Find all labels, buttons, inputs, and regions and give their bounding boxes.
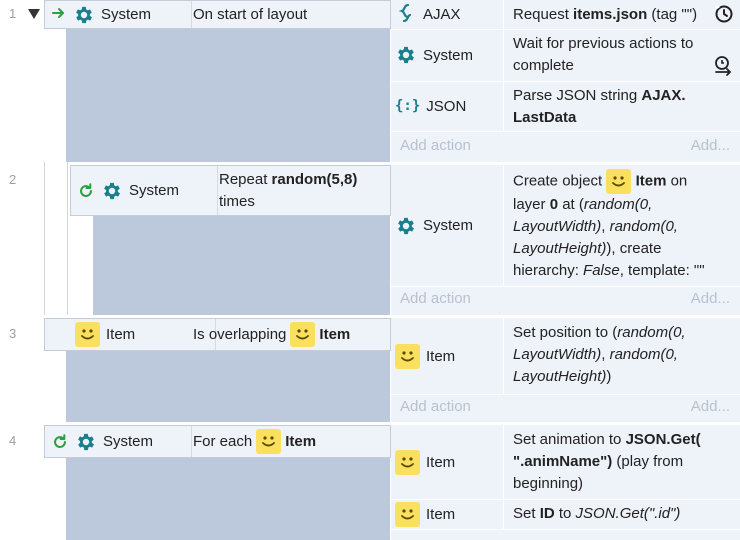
object-name: System — [103, 433, 154, 450]
add-link[interactable]: Add... — [690, 398, 730, 415]
condition-row[interactable]: Item Is overlapping Item — [44, 318, 391, 351]
event-body — [93, 216, 390, 315]
condition-row[interactable]: System For each Item — [44, 425, 391, 458]
add-action-row: Add action Add... — [391, 137, 740, 159]
gear-icon — [101, 180, 123, 202]
clock-icon — [714, 4, 734, 28]
object-name: System — [423, 46, 474, 64]
object-name: System — [101, 6, 152, 23]
condition-object: Item — [45, 319, 216, 350]
action-row[interactable]: AJAX Request items.json (tag "") — [391, 0, 740, 30]
sprite-icon — [290, 322, 316, 347]
gear-icon — [395, 215, 417, 237]
action-object: {:} JSON — [395, 81, 503, 131]
action-row[interactable]: Item Set animation to JSON.Get( ".animNa… — [391, 425, 740, 500]
event-1: System On start of layout — [44, 0, 391, 162]
action-list: Item Set animation to JSON.Get( ".animNa… — [391, 425, 740, 540]
event-number: 4 — [9, 433, 17, 448]
event-3: Item Is overlapping Item — [44, 318, 391, 422]
condition-row[interactable]: System On start of layout — [44, 0, 391, 29]
action-row[interactable]: System Wait for previous actions to comp… — [391, 29, 740, 82]
action-row[interactable]: {:} JSON Parse JSON string AJAX. LastDat… — [391, 81, 740, 132]
condition-row[interactable]: System Repeat random(5,8) times — [70, 165, 391, 216]
action-text: Request items.json (tag "") — [503, 0, 740, 29]
loop-icon — [77, 182, 95, 200]
action-list: Item Set position to (random(0, LayoutWi… — [391, 318, 740, 422]
trigger-arrow-icon — [51, 5, 67, 25]
action-text: Set position to (random(0, LayoutWidth),… — [503, 318, 740, 394]
gear-icon — [73, 4, 95, 26]
condition-object: System — [45, 1, 192, 28]
gear-icon — [75, 431, 97, 453]
action-row[interactable]: System Create object Item on layer 0 at … — [391, 165, 740, 287]
add-action-row: Add action Add... — [391, 290, 740, 312]
action-object: Item — [395, 425, 503, 499]
action-text: Wait for previous actions to complete — [503, 29, 740, 81]
loop-icon — [51, 433, 69, 451]
action-text: Create object Item on layer 0 at (random… — [503, 165, 740, 286]
add-action-link[interactable]: Add action — [400, 290, 471, 307]
action-object: System — [395, 29, 503, 81]
expand-triangle-icon[interactable] — [27, 7, 41, 19]
condition-text: On start of layout — [193, 6, 308, 23]
sprite-icon — [395, 343, 420, 369]
add-action-row: Add action Add... — [391, 398, 740, 420]
event-number: 3 — [9, 326, 17, 341]
condition-text: Repeat random(5,8) times — [219, 170, 358, 210]
event-number: 2 — [9, 172, 17, 187]
indent-line — [67, 162, 68, 315]
action-list: AJAX Request items.json (tag "") System … — [391, 0, 740, 162]
object-name: System — [423, 217, 474, 234]
event-4: System For each Item — [44, 425, 391, 540]
action-object: AJAX — [395, 0, 503, 29]
sprite-icon — [606, 169, 632, 194]
condition-object: System — [45, 426, 192, 457]
sprite-icon — [75, 322, 100, 347]
object-name: AJAX — [423, 6, 461, 23]
condition-text: For each Item — [193, 426, 316, 457]
add-link[interactable]: Add... — [690, 137, 730, 154]
condition-object: System — [71, 166, 218, 215]
object-name: Item — [426, 453, 456, 471]
indent-line — [44, 162, 45, 315]
action-text: Parse JSON string AJAX. LastData — [503, 81, 740, 131]
event-number: 1 — [9, 6, 17, 21]
action-row[interactable]: Item Set ID to JSON.Get(".id") — [391, 499, 740, 530]
event-body — [66, 351, 390, 422]
object-name: Item — [426, 347, 456, 365]
add-link[interactable]: Add... — [690, 290, 730, 307]
sprite-icon — [395, 449, 420, 475]
action-text: Set animation to JSON.Get( ".animName") … — [503, 425, 740, 499]
action-object: System — [395, 165, 503, 286]
wait-clock-icon — [714, 55, 734, 81]
object-name: Item — [106, 326, 136, 343]
add-action-link[interactable]: Add action — [400, 398, 471, 415]
ajax-icon — [395, 2, 417, 28]
sprite-icon — [395, 501, 420, 527]
json-icon: {:} — [395, 98, 421, 114]
sprite-icon — [256, 429, 282, 454]
event-body — [66, 458, 390, 540]
action-list: System Create object Item on layer 0 at … — [391, 165, 740, 315]
event-2: System Repeat random(5,8) times — [70, 165, 391, 315]
add-action-link[interactable]: Add action — [400, 137, 471, 154]
object-name: JSON — [426, 97, 467, 115]
condition-text: Is overlapping Item — [193, 319, 350, 350]
action-text: Set ID to JSON.Get(".id") — [503, 499, 740, 529]
event-body — [66, 29, 390, 162]
object-name: System — [129, 182, 180, 199]
action-row[interactable]: Item Set position to (random(0, LayoutWi… — [391, 318, 740, 395]
gear-icon — [395, 44, 417, 66]
object-name: Item — [426, 505, 456, 523]
action-object: Item — [395, 499, 503, 529]
action-object: Item — [395, 318, 503, 394]
